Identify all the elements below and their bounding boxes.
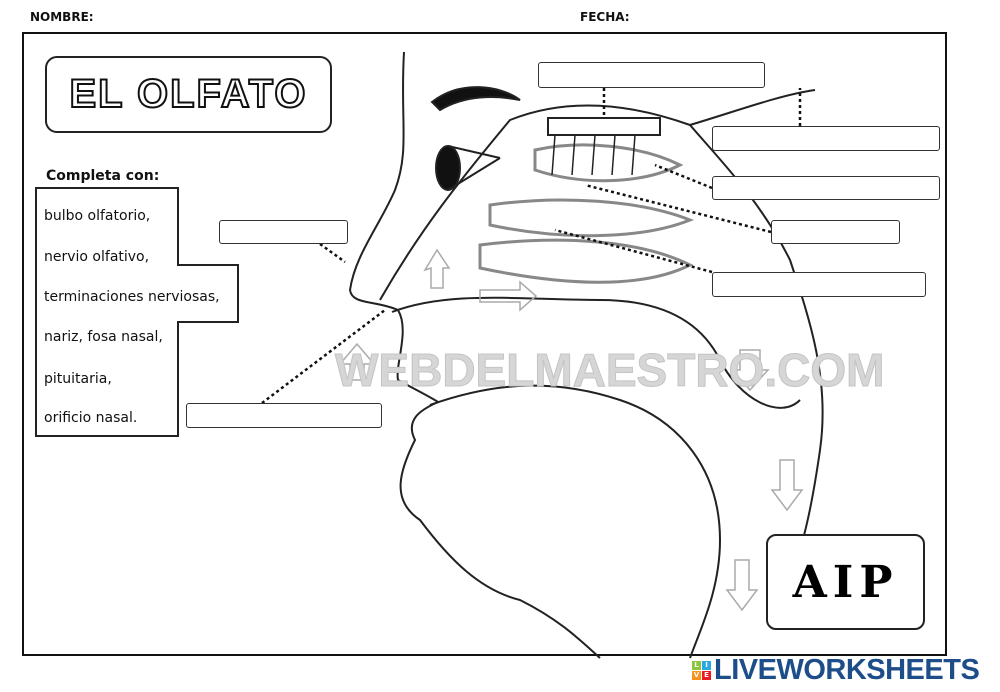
aip-logo-text: AIP bbox=[792, 556, 899, 608]
answer-field-left-nose[interactable] bbox=[219, 220, 348, 244]
airflow-arrow bbox=[423, 248, 451, 289]
logo-letter: L bbox=[692, 661, 701, 670]
pointer-line bbox=[261, 309, 386, 404]
word-bank-item: terminaciones nerviosas, bbox=[44, 289, 220, 305]
answer-field-right-3[interactable] bbox=[771, 220, 900, 244]
turbinate-upper bbox=[533, 143, 684, 183]
word-bank-heading: Completa con: bbox=[46, 168, 160, 184]
olfactory-bulb bbox=[547, 117, 661, 136]
airflow-arrow bbox=[479, 280, 538, 312]
throat-front bbox=[429, 384, 722, 659]
page-title: EL OLFATO bbox=[68, 71, 308, 117]
airflow-arrow bbox=[725, 559, 759, 612]
worksheet-frame bbox=[22, 32, 947, 656]
airflow-arrow bbox=[770, 459, 804, 512]
pointer-line bbox=[584, 183, 772, 234]
title-box: EL OLFATO bbox=[45, 56, 332, 133]
liveworksheets-logo-icon: L I V E bbox=[692, 661, 711, 680]
answer-field-right-2[interactable] bbox=[712, 176, 940, 200]
word-bank-item: nariz, fosa nasal, bbox=[44, 329, 163, 345]
answer-field-right-1[interactable] bbox=[712, 126, 940, 151]
word-bank-item: pituitaria, bbox=[44, 371, 112, 387]
airflow-arrow bbox=[730, 349, 770, 392]
aip-logo: AIP bbox=[766, 534, 925, 630]
liveworksheets-wordmark: LIVEWORKSHEETS bbox=[714, 654, 980, 686]
date-label: FECHA: bbox=[580, 10, 630, 24]
word-bank-item: nervio olfativo, bbox=[44, 249, 150, 265]
turbinate-lower bbox=[478, 238, 694, 284]
watermark: WEBDELMAESTRO.COM bbox=[334, 344, 885, 397]
logo-letter: E bbox=[702, 671, 711, 680]
face-profile-line bbox=[348, 51, 601, 659]
answer-field-left-nostril[interactable] bbox=[186, 403, 382, 428]
eye bbox=[435, 145, 461, 191]
turbinate-middle bbox=[488, 198, 695, 238]
pointer-line bbox=[654, 163, 713, 190]
pointer-line bbox=[554, 228, 713, 274]
palate-line bbox=[391, 296, 801, 409]
word-bank-item: orificio nasal. bbox=[44, 410, 138, 426]
nerve-endings bbox=[551, 134, 636, 176]
liveworksheets-brand: L I V E LIVEWORKSHEETS bbox=[692, 654, 980, 687]
logo-letter: V bbox=[692, 671, 701, 680]
airflow-arrow bbox=[338, 342, 376, 381]
logo-letter: I bbox=[702, 661, 711, 670]
nasal-cavity-top bbox=[379, 89, 816, 301]
name-label: NOMBRE: bbox=[30, 10, 94, 24]
answer-field-right-4[interactable] bbox=[712, 272, 926, 297]
pointer-line bbox=[319, 242, 346, 264]
eyebrow bbox=[430, 86, 521, 112]
word-bank-item: bulbo olfatorio, bbox=[44, 208, 151, 224]
word-bank-box bbox=[35, 187, 239, 437]
answer-field-top[interactable] bbox=[538, 62, 765, 88]
